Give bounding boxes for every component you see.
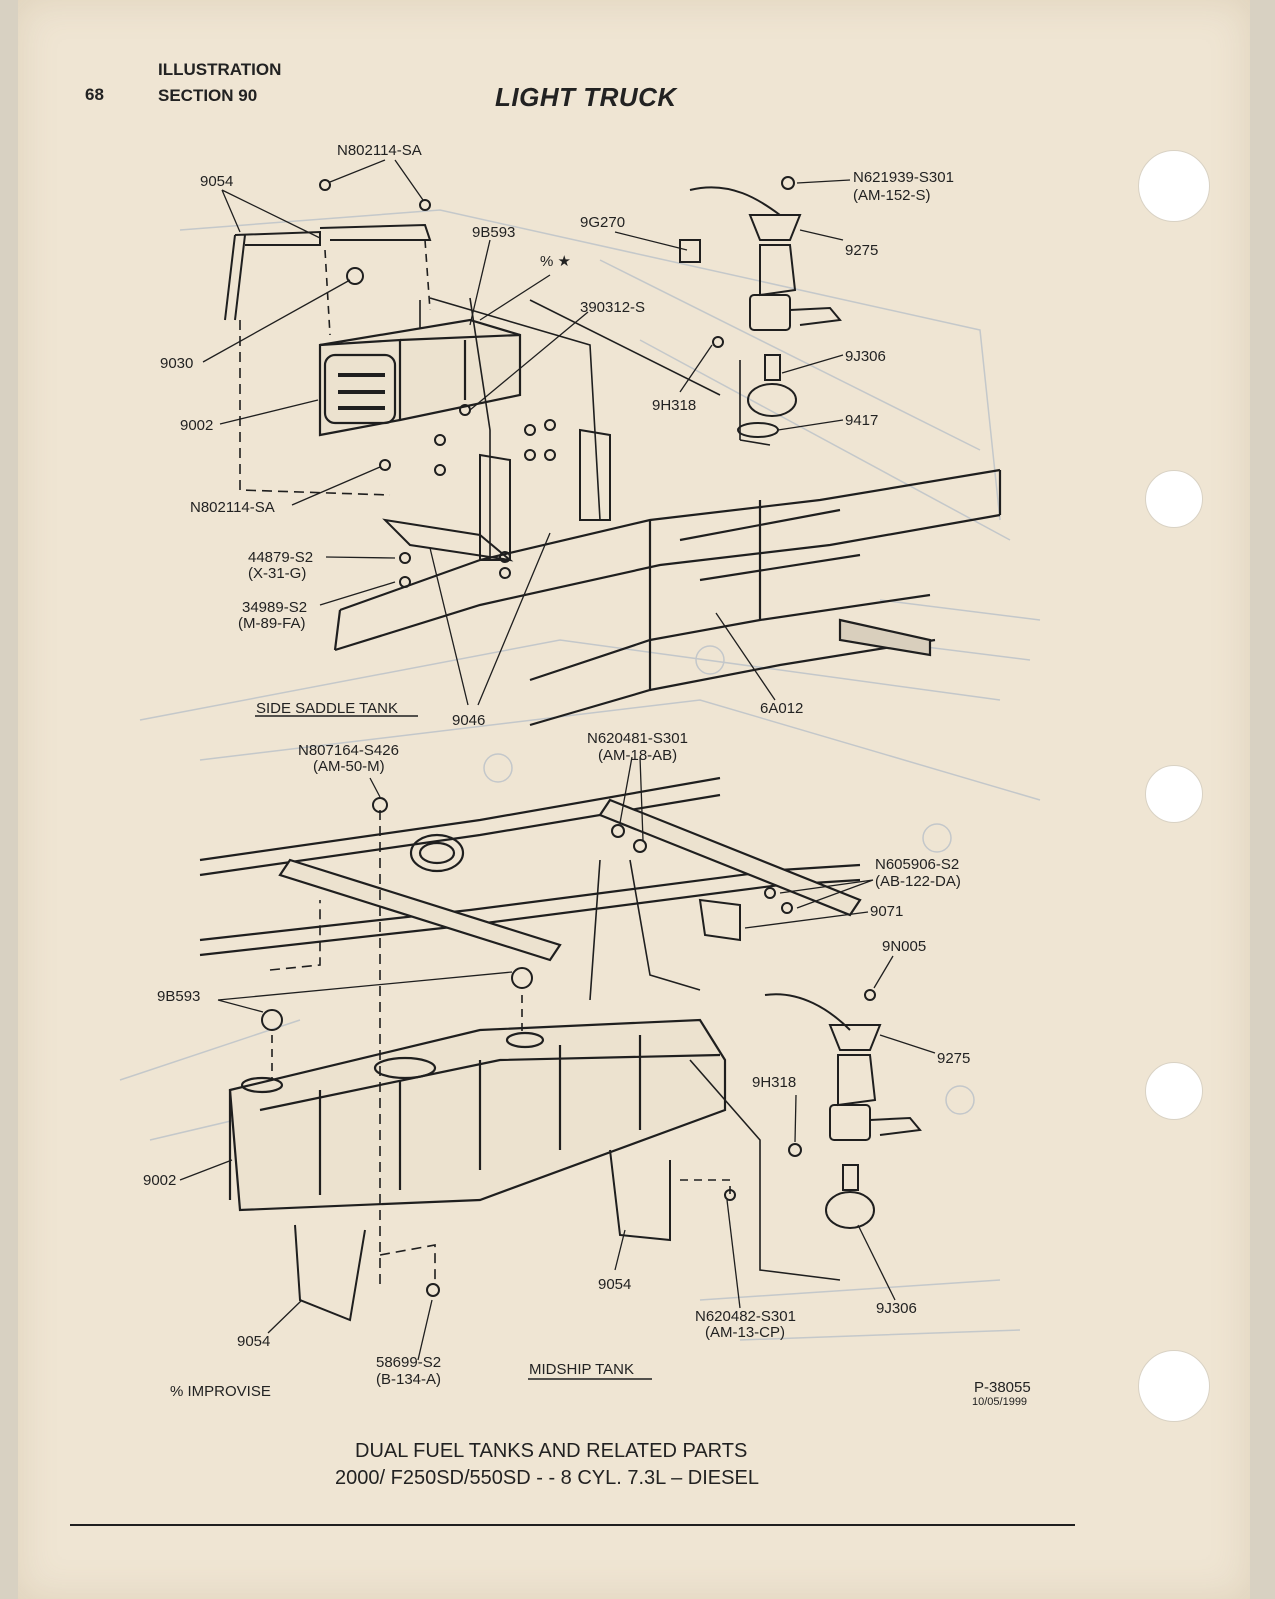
- callout-am18ab: (AM-18-AB): [598, 747, 677, 764]
- callout-9002-top: 9002: [180, 417, 213, 434]
- binder-hole-1: [1138, 150, 1210, 222]
- callout-am152: (AM-152-S): [853, 187, 931, 204]
- page-number: 68: [85, 85, 104, 104]
- callout-44879: 44879-S2: [248, 549, 313, 566]
- reference-number: P-38055: [974, 1379, 1031, 1396]
- callout-9b593-bot: 9B593: [157, 988, 200, 1005]
- midship-sender-unit: [764, 993, 922, 1229]
- view-label-side-saddle: SIDE SADDLE TANK: [256, 700, 398, 717]
- callout-9054-top: 9054: [200, 173, 233, 190]
- caption-line-2: 2000/ F250SD/550SD - - 8 CYL. 7.3L – DIE…: [335, 1467, 759, 1489]
- callout-9g270: 9G270: [580, 214, 625, 231]
- callout-9046: 9046: [452, 712, 485, 729]
- reference-date: 10/05/1999: [972, 1396, 1027, 1408]
- callout-m89fa: (M-89-FA): [238, 615, 306, 632]
- header-illustration: ILLUSTRATION: [158, 60, 282, 79]
- view-label-midship: MIDSHIP TANK: [529, 1361, 634, 1378]
- callout-9417: 9417: [845, 412, 878, 429]
- page-title: LIGHT TRUCK: [495, 82, 677, 112]
- leader-lines: [179, 159, 936, 1361]
- side-saddle-frame-rail: [333, 468, 1002, 727]
- callout-58699: 58699-S2: [376, 1354, 441, 1371]
- callout-9b593-top: 9B593: [472, 224, 515, 241]
- callout-n620482: N620482-S301: [695, 1308, 796, 1325]
- callout-390312: 390312-S: [580, 299, 645, 316]
- callout-9275-bot: 9275: [937, 1050, 970, 1067]
- callout-6a012: 6A012: [760, 700, 803, 717]
- midship-frame-rails: [199, 776, 862, 962]
- midship-fuel-tank: [228, 1018, 727, 1212]
- side-saddle-straps-and-brackets: [224, 179, 611, 588]
- callout-n802114-top: N802114-SA: [337, 142, 422, 159]
- callout-n620481: N620481-S301: [587, 730, 688, 747]
- midship-hose-routing: [269, 810, 841, 1290]
- callout-9002-bot: 9002: [143, 1172, 176, 1189]
- binder-hole-2: [1145, 470, 1203, 528]
- callout-9j306-bot: 9J306: [876, 1300, 917, 1317]
- callout-am13cp: (AM-13-CP): [705, 1324, 785, 1341]
- parts-page: [18, 0, 1250, 1599]
- callout-labels: N802114-SA 9054 N621939-S301 (AM-152-S) …: [143, 142, 1031, 1408]
- header-section: SECTION 90: [158, 86, 258, 105]
- callout-symbols: % ★: [540, 253, 571, 270]
- callout-am50m: (AM-50-M): [313, 758, 385, 775]
- callout-9n005: 9N005: [882, 938, 926, 955]
- binder-hole-4: [1145, 1062, 1203, 1120]
- callout-n802114-low: N802114-SA: [190, 499, 275, 516]
- callout-b134a: (B-134-A): [376, 1371, 441, 1388]
- underlines: [70, 715, 1075, 1526]
- binder-hole-3: [1145, 765, 1203, 823]
- callout-9054-mid: 9054: [598, 1276, 631, 1293]
- callout-34989: 34989-S2: [242, 599, 307, 616]
- callout-9071: 9071: [870, 903, 903, 920]
- callout-9j306-top: 9J306: [845, 348, 886, 365]
- callout-n621939: N621939-S301: [853, 169, 954, 186]
- binder-hole-5: [1138, 1350, 1210, 1422]
- callout-9h318-bot: 9H318: [752, 1074, 796, 1091]
- callout-9054-bot: 9054: [237, 1333, 270, 1350]
- side-saddle-fuel-tank: [318, 318, 522, 437]
- legend-improvise: % IMPROVISE: [170, 1383, 271, 1400]
- midship-straps-and-hardware: [261, 797, 876, 1322]
- side-saddle-sender-unit: [679, 176, 842, 438]
- callout-n807164: N807164-S426: [298, 742, 399, 759]
- callout-9h318-top: 9H318: [652, 397, 696, 414]
- callout-ab122da: (AB-122-DA): [875, 873, 961, 890]
- caption-line-1: DUAL FUEL TANKS AND RELATED PARTS: [355, 1440, 748, 1462]
- callout-x31g: (X-31-G): [248, 565, 306, 582]
- callout-9275-top: 9275: [845, 242, 878, 259]
- callout-9030: 9030: [160, 355, 193, 372]
- callout-n605906: N605906-S2: [875, 856, 959, 873]
